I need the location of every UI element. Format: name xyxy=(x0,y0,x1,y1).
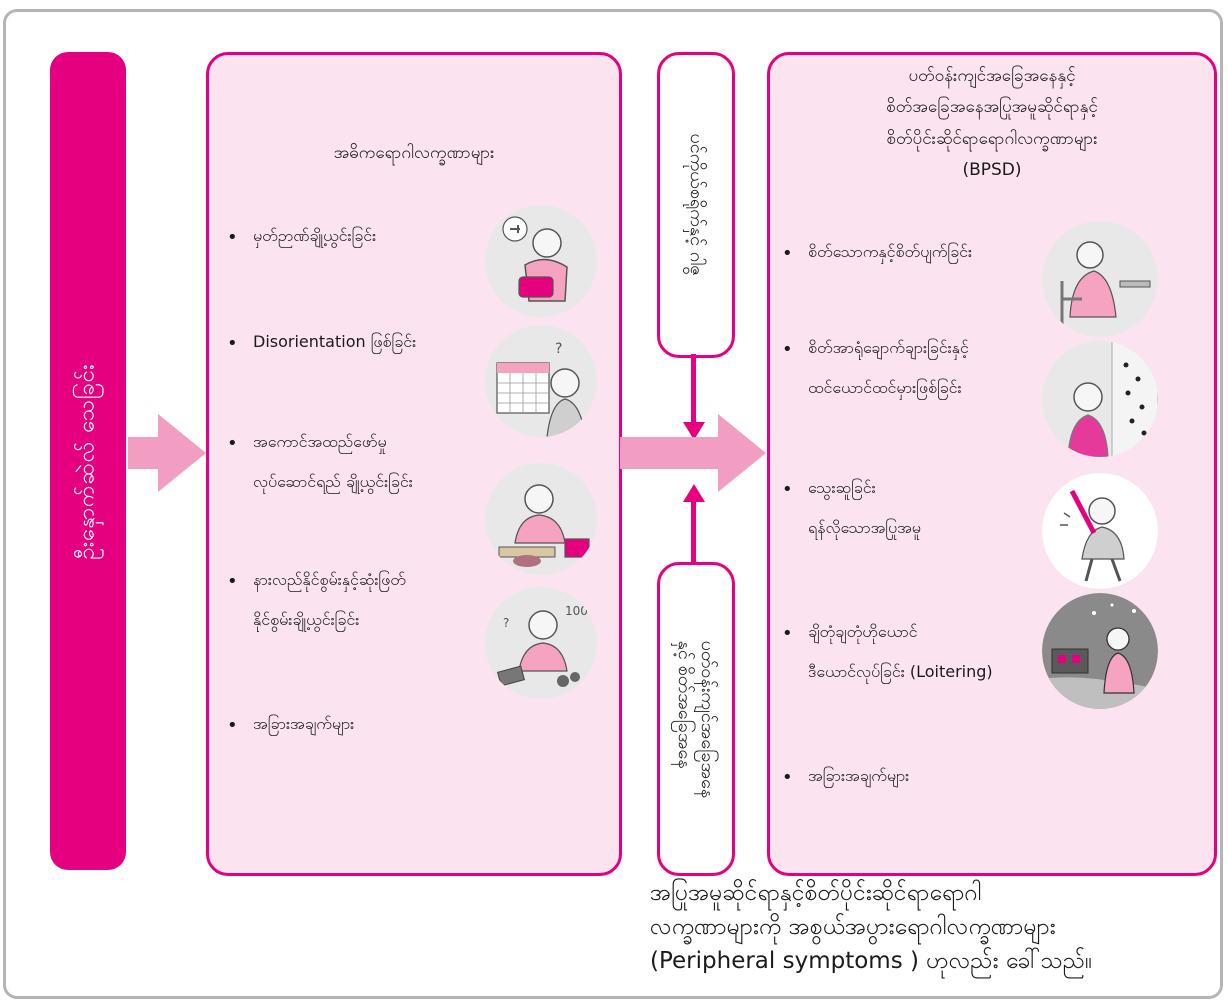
depressed-person-illustration xyxy=(1042,221,1158,337)
person-searching-bag-illustration xyxy=(485,205,597,317)
connector-down xyxy=(691,354,696,424)
core-item-5: • အခြားအချက်များ xyxy=(227,709,497,739)
peripheral-symptoms-note: အပြုအမူဆိုင်ရာနှင့်စိတ်ပိုင်းဆိုင်ရာရောဂ… xyxy=(650,880,1093,975)
bpsd-item-3: • သွေးဆူခြင်း ရန်လိုသောအပြုအမူ xyxy=(782,473,1052,544)
environment-factor-box: ပတ်ဝန်းကျင်အခြေအနေ နှင့် စိတ်အခြေအနေ xyxy=(657,562,735,876)
core-symptoms-title: အဓိကရောဂါလက္ခဏာများ xyxy=(333,143,495,163)
bullet-icon: • xyxy=(782,623,793,644)
cooking-trouble-illustration xyxy=(485,463,597,575)
environment-factor-text: ပတ်ဝန်းကျင်အခြေအနေ နှင့် စိတ်အခြေအနေ xyxy=(674,640,719,798)
bullet-icon: • xyxy=(782,339,793,360)
svg-text:100: 100 xyxy=(565,604,588,618)
personality-factor-text: ပင်ကိုယ်စရိုက်နှင့် ဂါဇွ xyxy=(685,133,707,277)
arrow-1-icon xyxy=(158,414,206,492)
core-symptoms-panel: အဓိကရောဂါလက္ခဏာများ • မှတ်ဉာဏ်ချို့ယွင်း… xyxy=(206,52,622,876)
wandering-night-illustration xyxy=(1042,593,1158,709)
brain-cell-death-bar: ဦးနှောက်ဆဲလ် သေခြင်း xyxy=(50,52,126,870)
bpsd-item-4: • ချိတုံချတုံဟိုယောင် ဒီယောင်လုပ်ခြင်း (… xyxy=(782,617,1052,688)
bpsd-item-2: • စိတ်အာရုံချောက်ချားခြင်းနှင့် ထင်ယောင်… xyxy=(782,333,1052,404)
bullet-icon: • xyxy=(782,479,793,500)
arrow-2-shaft xyxy=(620,437,720,469)
connector-up xyxy=(691,500,696,562)
bullet-icon: • xyxy=(227,227,238,248)
core-item-3: • အကောင်အထည်ဖော်မှု လုပ်ဆောင်ရည် ချို့ယွ… xyxy=(227,427,527,498)
money-confusion-illustration: 100 ? xyxy=(485,587,597,699)
arrow-up-icon xyxy=(683,484,705,502)
brain-cell-death-label: ဦးနှောက်ဆဲလ် သေခြင်း xyxy=(74,362,100,560)
arrow-2-icon xyxy=(718,414,766,492)
arrow-down-icon xyxy=(683,422,705,440)
bullet-icon: • xyxy=(227,433,238,454)
calendar-confused-illustration: ? xyxy=(485,325,597,437)
core-item-1: • မှတ်ဉာဏ်ချို့ယွင်းခြင်း xyxy=(227,221,497,251)
svg-text:?: ? xyxy=(503,616,509,630)
arrow-1-shaft xyxy=(128,437,160,469)
bpsd-item-1: • စိတ်သောကနှင့်စိတ်ပျက်ခြင်း xyxy=(782,237,1052,267)
core-item-2: • Disorientation ဖြစ်ခြင်း xyxy=(227,327,497,357)
bullet-icon: • xyxy=(227,571,238,592)
angry-man-stick-illustration xyxy=(1042,473,1158,589)
bpsd-item-5: • အခြားအချက်များ xyxy=(782,761,1052,791)
bpsd-title: ပတ်ဝန်းကျင်အခြေအနေနှင့် စိတ်အခြေအနေအပြုအ… xyxy=(886,66,1098,181)
core-item-4: • နားလည်နိုင်စွမ်းနှင့်ဆုံးဖြတ် နိုင်စွမ… xyxy=(227,565,527,636)
hallucination-bugs-illustration xyxy=(1042,341,1158,457)
bullet-icon: • xyxy=(782,243,793,264)
svg-text:?: ? xyxy=(555,341,562,357)
bullet-icon: • xyxy=(227,715,238,736)
bpsd-panel: ပတ်ဝန်းကျင်အခြေအနေနှင့် စိတ်အခြေအနေအပြုအ… xyxy=(767,52,1217,876)
personality-factor-box: ပင်ကိုယ်စရိုက်နှင့် ဂါဇွ xyxy=(657,52,735,358)
bullet-icon: • xyxy=(227,333,238,354)
bullet-icon: • xyxy=(782,767,793,788)
